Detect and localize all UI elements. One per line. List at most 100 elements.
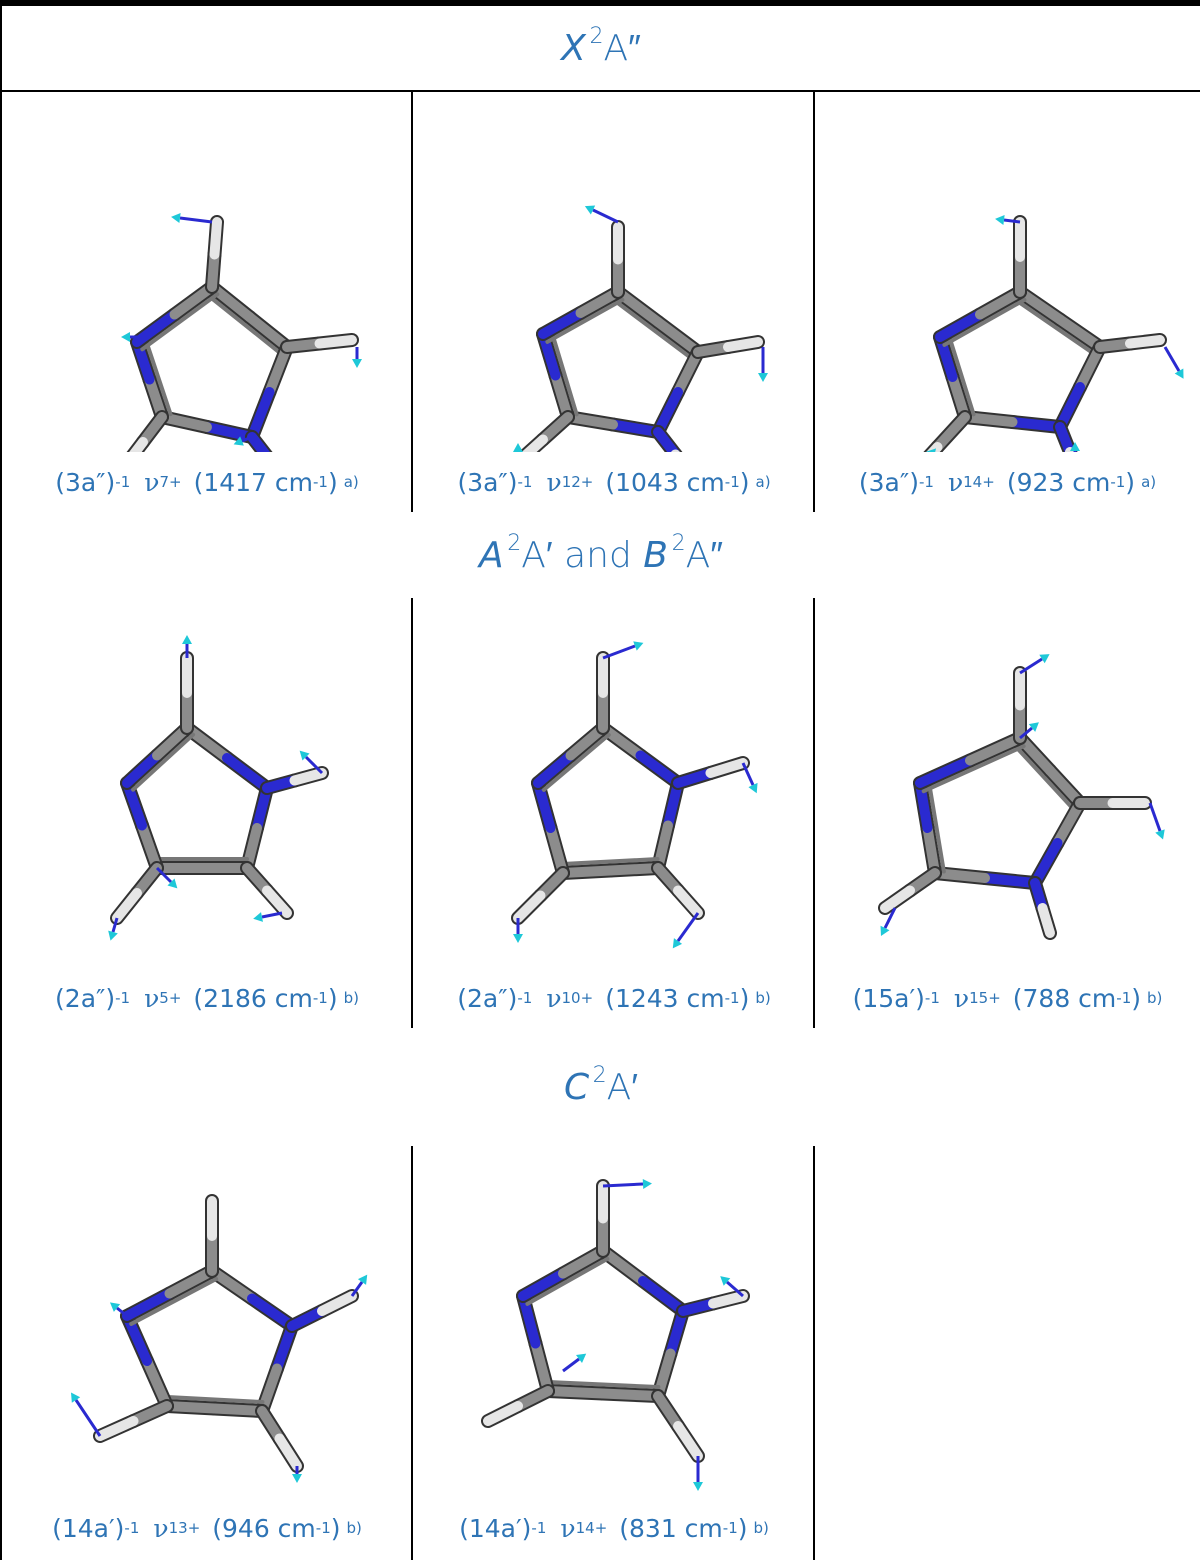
bond-half (1055, 314, 1105, 352)
arrow-head (758, 373, 768, 382)
multiplicity-2: 2 (671, 531, 686, 556)
displacement-arrow (602, 1182, 644, 1188)
nu-symbol: ν (953, 983, 970, 1013)
double-bond-line (560, 857, 660, 867)
bond-half (282, 338, 325, 352)
bond-half (1037, 903, 1055, 938)
molecule-figure (108, 635, 329, 941)
displacement-arrow (350, 1281, 364, 1297)
double-bond-line (525, 1256, 610, 1306)
paren: ) (330, 1513, 341, 1543)
bond-half (723, 337, 763, 352)
bond-half (112, 888, 142, 923)
cell-image-2-3 (813, 598, 1200, 970)
displacement-arrow (116, 1306, 128, 1318)
arrow-head (171, 213, 181, 223)
displacement-arrow (1019, 657, 1043, 675)
cell-image-2-1 (0, 598, 412, 970)
bond-half (247, 432, 271, 452)
arrow-head (880, 925, 890, 937)
bond-half (518, 1268, 568, 1301)
arrow-head (121, 332, 130, 342)
displacement-arrow (883, 907, 897, 929)
bond-half (122, 1288, 175, 1321)
paren: ) (1131, 983, 1142, 1013)
bond-half (287, 1306, 327, 1331)
bond-half (880, 885, 915, 913)
double-bond-line (549, 329, 579, 417)
bond-half (513, 890, 546, 923)
section-header-a-b: A 2A′ and B 2A″ (0, 512, 1200, 600)
bond-half (563, 412, 618, 430)
frequency: (923 cm (1006, 467, 1111, 497)
displacement-arrow (179, 216, 213, 224)
displacement-arrow (111, 917, 119, 933)
displacement-arrow (562, 1357, 580, 1373)
arrow-head (633, 641, 644, 651)
bond-half (653, 387, 683, 437)
orbital: (14a′) (459, 1513, 532, 1543)
frequency: (1043 cm (605, 467, 725, 497)
molecule-figure (878, 654, 1165, 940)
arrow-head (253, 912, 263, 922)
bond-half (693, 342, 733, 357)
double-bond-line (926, 779, 946, 874)
bond-half (673, 768, 716, 788)
orbital: (2a″) (457, 983, 518, 1013)
bond-half (247, 387, 275, 442)
bond-half (533, 778, 556, 833)
bond-half (935, 309, 985, 342)
bond-half (257, 1363, 282, 1416)
bond-half (262, 885, 292, 918)
arrow-head (720, 1276, 731, 1286)
bond-half (1052, 798, 1085, 848)
double-bond-line (140, 292, 220, 352)
displacement-arrow (676, 912, 700, 942)
state-letter-2: B (643, 535, 668, 576)
double-bond-line (546, 1380, 661, 1390)
bond-half (129, 437, 148, 452)
bond-half (122, 778, 147, 831)
arrow-head (584, 205, 596, 215)
double-bond-line (204, 292, 284, 357)
molecule-figure (71, 1194, 368, 1483)
bond-half (513, 1386, 553, 1411)
cell-image-1-2 (411, 92, 815, 454)
arrow-head (995, 215, 1005, 225)
double-bond-line (1011, 742, 1076, 812)
bond-half (558, 1246, 608, 1279)
bond-half (608, 419, 663, 437)
state-letter: C (563, 1067, 590, 1108)
orbital: (3a″) (55, 467, 116, 497)
bond-half (915, 778, 933, 833)
bond-half (558, 865, 616, 878)
displacement-arrow (1163, 346, 1181, 372)
bond-half (635, 750, 683, 788)
bond-half (930, 868, 990, 883)
bond-half (922, 823, 940, 878)
arrow-head (299, 750, 310, 761)
bond-half (314, 335, 357, 349)
bond-half (932, 412, 970, 452)
arrow-head (1039, 654, 1050, 664)
nu-symbol: ν (144, 467, 160, 497)
arrow-head (167, 878, 178, 889)
arrow-head (109, 1302, 121, 1312)
state-letter: A (479, 535, 504, 576)
orbital: (3a″) (858, 467, 919, 497)
bond-half (142, 1356, 172, 1411)
arrow-head (71, 1392, 81, 1403)
paren: ) (327, 983, 338, 1013)
frequency: (788 cm (1012, 983, 1117, 1013)
bond-half (137, 820, 162, 873)
bond-half (247, 1293, 297, 1331)
arrow-head (182, 635, 192, 644)
bond-half (242, 863, 272, 896)
bond-half (138, 412, 167, 447)
bond-half (222, 753, 272, 793)
cell-image-3-2 (411, 1146, 815, 1498)
bond-half (975, 287, 1025, 320)
